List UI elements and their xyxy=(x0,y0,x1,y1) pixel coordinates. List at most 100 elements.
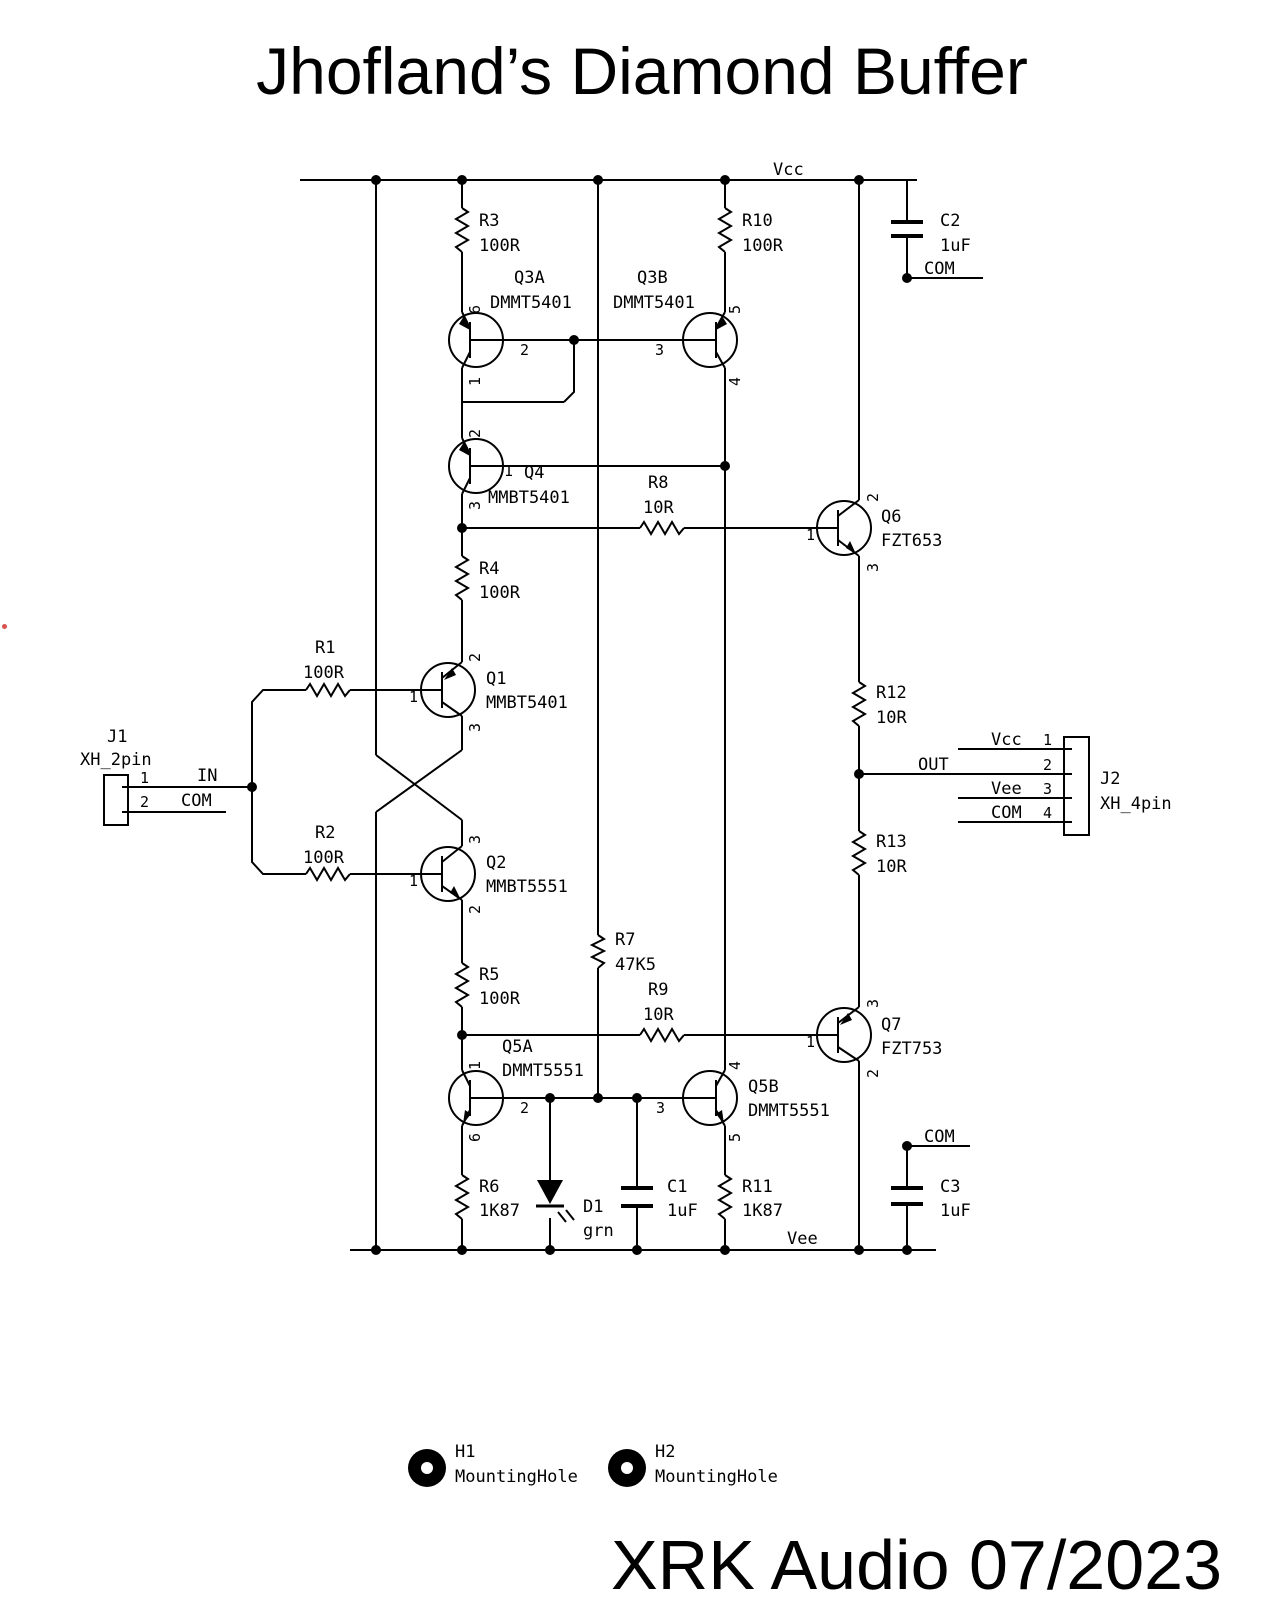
svg-text:3: 3 xyxy=(466,501,484,510)
svg-text:2: 2 xyxy=(466,429,484,438)
resistor-r2: R2 100R xyxy=(303,823,351,882)
transistor-q6: Q6 FZT653 1 xyxy=(806,495,942,560)
resistor-r10: R10 100R xyxy=(717,207,784,256)
svg-text:COM: COM xyxy=(181,791,212,811)
svg-text:FZT653: FZT653 xyxy=(881,531,942,551)
svg-text:2: 2 xyxy=(520,341,529,359)
svg-text:Vcc: Vcc xyxy=(773,160,804,180)
svg-text:2: 2 xyxy=(140,793,149,811)
svg-text:1: 1 xyxy=(409,688,418,706)
svg-text:R1: R1 xyxy=(315,638,335,658)
transistor-q7: Q7 FZT753 1 xyxy=(806,1000,942,1064)
svg-text:R11: R11 xyxy=(742,1177,773,1197)
svg-text:1: 1 xyxy=(409,872,418,890)
resistor-r1: R1 100R xyxy=(303,638,351,698)
svg-text:C1: C1 xyxy=(667,1177,687,1197)
transistor-q2: Q2 MMBT5551 1 xyxy=(409,838,568,903)
svg-text:10R: 10R xyxy=(643,498,674,518)
svg-text:R8: R8 xyxy=(648,473,668,493)
svg-text:R6: R6 xyxy=(479,1177,499,1197)
vee-rail: Vee xyxy=(350,1229,936,1251)
svg-text:1: 1 xyxy=(1043,731,1052,749)
junctions xyxy=(247,175,912,1255)
svg-text:COM: COM xyxy=(924,1127,955,1147)
wires xyxy=(128,180,1064,1250)
svg-text:100R: 100R xyxy=(303,848,345,868)
pin-numbers: 6 1 5 4 2 3 2 3 2 3 3 2 3 2 1 6 4 5 xyxy=(466,305,882,1142)
svg-text:J2: J2 xyxy=(1100,769,1120,789)
svg-text:100R: 100R xyxy=(479,236,521,256)
svg-text:Q5B: Q5B xyxy=(748,1077,779,1097)
resistor-r4: R4 100R xyxy=(454,555,521,603)
svg-text:DMMT5401: DMMT5401 xyxy=(490,293,572,313)
transistor-q4: Q4 MMBT5401 1 xyxy=(448,432,570,508)
svg-text:R3: R3 xyxy=(479,211,499,231)
svg-text:MMBT5551: MMBT5551 xyxy=(486,877,568,897)
svg-text:1K87: 1K87 xyxy=(742,1201,783,1221)
svg-text:5: 5 xyxy=(726,305,744,314)
svg-text:1: 1 xyxy=(466,377,484,386)
svg-text:3: 3 xyxy=(864,563,882,572)
capacitor-c2: C2 1uF COM xyxy=(891,211,971,279)
svg-text:Q6: Q6 xyxy=(881,507,901,527)
svg-text:XH_4pin: XH_4pin xyxy=(1100,794,1172,814)
svg-text:1uF: 1uF xyxy=(940,1201,971,1221)
svg-text:J1: J1 xyxy=(107,727,127,747)
svg-text:Q3A: Q3A xyxy=(514,268,545,288)
resistor-r12: R12 10R xyxy=(851,681,907,728)
svg-text:H1: H1 xyxy=(455,1442,475,1462)
mounting-hole-h1: H1 MountingHole xyxy=(408,1442,578,1487)
svg-text:1: 1 xyxy=(806,526,815,544)
svg-text:10R: 10R xyxy=(876,857,907,877)
svg-text:R2: R2 xyxy=(315,823,335,843)
diagram-title: Jhofland’s Diamond Buffer xyxy=(256,34,1028,108)
svg-text:2: 2 xyxy=(1043,756,1052,774)
svg-text:R7: R7 xyxy=(615,930,635,950)
svg-text:MMBT5401: MMBT5401 xyxy=(486,693,568,713)
resistor-r7: R7 47K5 xyxy=(589,930,656,975)
svg-text:10R: 10R xyxy=(876,708,907,728)
transistor-q5a: Q5A DMMT5551 2 xyxy=(448,1037,584,1132)
svg-text:5: 5 xyxy=(726,1133,744,1142)
svg-text:4: 4 xyxy=(726,377,744,386)
svg-text:1: 1 xyxy=(140,769,149,787)
svg-text:Q4: Q4 xyxy=(524,463,544,483)
svg-text:47K5: 47K5 xyxy=(615,955,656,975)
svg-text:6: 6 xyxy=(466,1133,484,1142)
svg-text:COM: COM xyxy=(991,803,1022,823)
svg-text:H2: H2 xyxy=(655,1442,675,1462)
svg-text:COM: COM xyxy=(924,259,955,279)
svg-text:DMMT5551: DMMT5551 xyxy=(748,1101,830,1121)
resistor-r9: R9 10R xyxy=(639,980,685,1043)
svg-text:2: 2 xyxy=(466,905,484,914)
resistor-r13: R13 10R xyxy=(851,830,907,877)
resistor-r11: R11 1K87 xyxy=(717,1174,783,1221)
resistor-r3: R3 100R xyxy=(454,207,521,256)
stray-mark xyxy=(2,624,7,629)
svg-text:R13: R13 xyxy=(876,832,907,852)
svg-text:6: 6 xyxy=(466,305,484,314)
svg-text:R12: R12 xyxy=(876,683,907,703)
svg-text:4: 4 xyxy=(1043,804,1052,822)
capacitor-c1: C1 1uF xyxy=(621,1177,698,1221)
svg-text:R10: R10 xyxy=(742,211,773,231)
svg-text:100R: 100R xyxy=(479,989,521,1009)
svg-text:R4: R4 xyxy=(479,559,499,579)
svg-text:100R: 100R xyxy=(303,663,345,683)
svg-text:Q2: Q2 xyxy=(486,853,506,873)
svg-text:grn: grn xyxy=(583,1221,614,1241)
svg-text:DMMT5401: DMMT5401 xyxy=(613,293,695,313)
resistor-r6: R6 1K87 xyxy=(454,1174,520,1221)
svg-text:3: 3 xyxy=(1043,780,1052,798)
transistor-q5b: Q5B DMMT5551 3 xyxy=(656,1064,830,1132)
svg-text:D1: D1 xyxy=(583,1197,603,1217)
svg-text:2: 2 xyxy=(864,493,882,502)
svg-text:Vcc: Vcc xyxy=(991,730,1022,750)
svg-text:1: 1 xyxy=(466,1061,484,1070)
svg-text:Vee: Vee xyxy=(787,1229,818,1249)
svg-text:DMMT5551: DMMT5551 xyxy=(502,1061,584,1081)
svg-text:3: 3 xyxy=(656,1099,665,1117)
svg-text:FZT753: FZT753 xyxy=(881,1039,942,1059)
svg-text:IN: IN xyxy=(197,766,217,786)
